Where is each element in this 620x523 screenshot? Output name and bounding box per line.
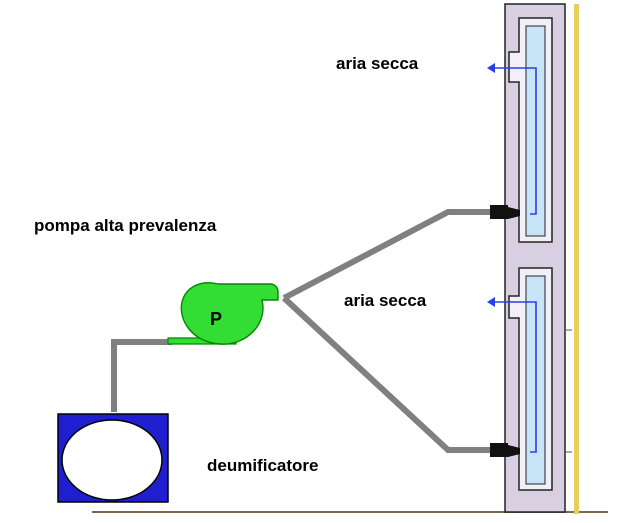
arrow-left-icon [487,63,495,73]
injection-nozzle-icon [490,205,520,219]
dehumidifier-unit-icon [57,413,169,503]
pump-letter: P [210,309,222,329]
arrow-left-icon [487,297,495,307]
air-label-bottom: aria secca [344,291,427,310]
wall-edge [574,4,579,514]
lower-delivery-pipe [281,295,493,453]
injection-nozzle-icon [490,443,520,457]
pump-description-label: pompa alta prevalenza [34,216,217,235]
air-label-top: aria secca [336,54,419,73]
lower-airflow-line [492,301,537,453]
dehumidifier-label: deumificatore [207,456,319,475]
centrifugal-pump-icon: P [167,282,279,345]
intake-pipe [111,339,172,412]
upper-delivery-pipe [282,209,493,301]
upper-airflow-line [492,67,537,215]
